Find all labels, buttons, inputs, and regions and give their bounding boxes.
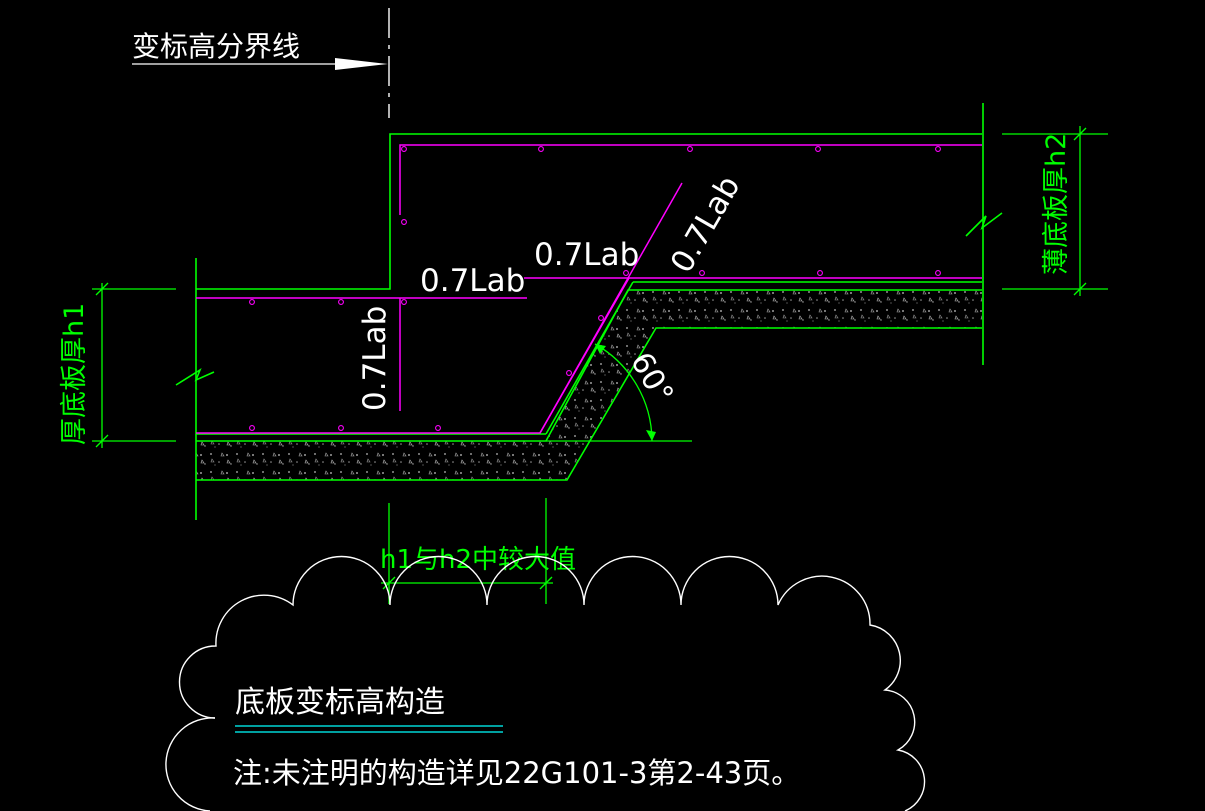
- dimension-bottom: h1与h2中较大值: [380, 498, 576, 604]
- left-break-zigzag: [175, 368, 215, 386]
- revision-cloud-outline: [178, 555, 926, 811]
- blinding-layer: [196, 289, 982, 481]
- dimension-h2: 薄底板厚h2: [1002, 126, 1108, 296]
- right-break-zigzag: [965, 212, 1003, 237]
- revision-cloud-left-lower: [165, 717, 216, 811]
- revision-cloud: [165, 555, 926, 811]
- drawing-note: 注:未注明的构造详见22G101-3第2-43页。: [233, 756, 800, 790]
- angle-arc: [594, 343, 653, 442]
- rebar-slope-extension: [539, 182, 683, 434]
- dimension-h1: 厚底板厚h1: [59, 282, 176, 448]
- slab-outline: [175, 103, 1003, 520]
- rebar-top-thin-slab: [399, 144, 982, 215]
- dimension-h2-label: 薄底板厚h2: [1041, 133, 1072, 275]
- lab-label-horizontal: 0.7Lab: [420, 263, 525, 299]
- drawing-title: 底板变标高构造: [235, 685, 445, 720]
- slab-slope-outer-line: [545, 281, 634, 435]
- distribution-bars: [249, 146, 941, 431]
- blinding-hatch: [196, 290, 982, 480]
- boundary-arrow: [335, 58, 388, 70]
- blinding-bottom-edge: [196, 327, 982, 481]
- dimension-h1-label: 厚底板厚h1: [59, 303, 90, 445]
- angle-arrow-lower: [646, 430, 656, 441]
- lab-label-top: 0.7Lab: [534, 237, 639, 273]
- dimension-bottom-label: h1与h2中较大值: [380, 545, 576, 575]
- lab-label-slope: 0.7Lab: [664, 170, 748, 279]
- lab-label-vertical: 0.7Lab: [357, 306, 393, 411]
- rebar: [196, 144, 982, 434]
- angle-arrow-upper: [595, 344, 606, 354]
- boundary-annotation: 变标高分界线: [132, 8, 390, 118]
- blinding-top-edge: [196, 289, 982, 442]
- title-block: 底板变标高构造 注:未注明的构造详见22G101-3第2-43页。: [233, 685, 800, 790]
- slab-top-outline: [196, 133, 982, 290]
- boundary-line-label: 变标高分界线: [132, 30, 300, 63]
